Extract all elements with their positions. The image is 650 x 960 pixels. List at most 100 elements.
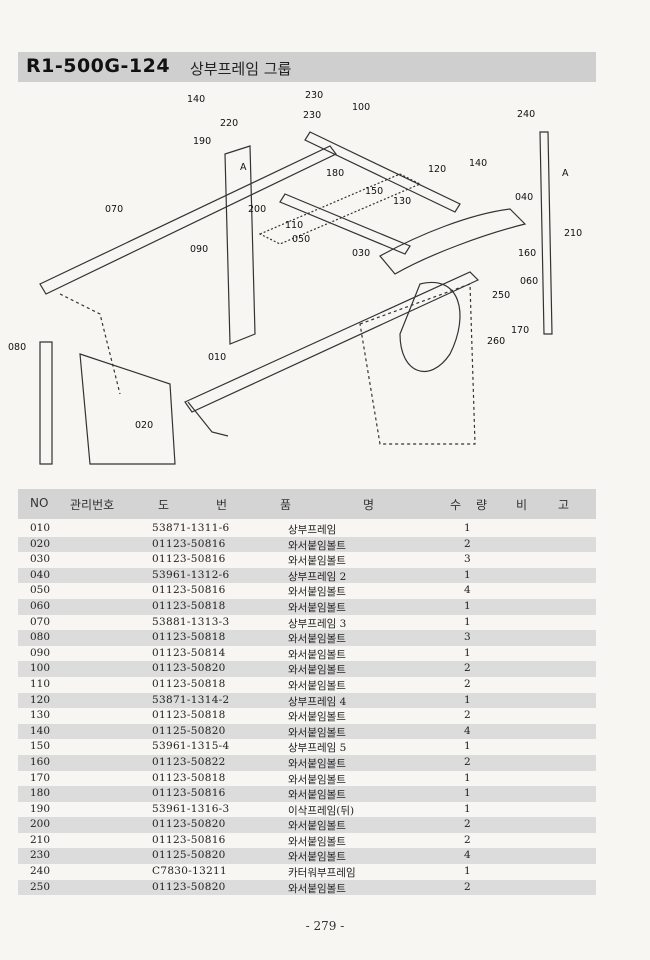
- quantity: 4: [464, 849, 471, 862]
- callout: 130: [393, 196, 411, 207]
- part-name: 상부프레임 5: [288, 742, 347, 755]
- callout: A: [240, 162, 247, 173]
- header-qty-2: 량: [476, 498, 488, 512]
- part-no: 020: [30, 537, 51, 550]
- part-no: 010: [30, 522, 51, 534]
- part-no: 130: [30, 709, 51, 722]
- part-no: 150: [30, 740, 51, 753]
- part-name: 상부프레임 2: [288, 570, 347, 583]
- frame-120: [304, 131, 461, 213]
- callout: 120: [428, 164, 446, 175]
- frame-150: [279, 193, 411, 255]
- part-no: 120: [30, 693, 51, 706]
- callout: 040: [515, 192, 533, 203]
- callout: 190: [193, 136, 211, 147]
- drawing-number: 01123-50814: [152, 646, 226, 659]
- callout: 180: [326, 168, 344, 179]
- part-name: 와서붙임볼트: [288, 789, 346, 802]
- quantity: 2: [464, 537, 471, 550]
- drawing-number: 01123-50818: [152, 709, 226, 722]
- part-no: 160: [30, 755, 51, 768]
- part-no: 250: [30, 880, 51, 893]
- drawing-number: 01123-50822: [152, 755, 226, 768]
- drawing-number: 01123-50818: [152, 677, 226, 690]
- part-name: 와서붙임볼트: [288, 882, 346, 895]
- quantity: 1: [464, 522, 471, 534]
- drawing-number: 53961-1312-6: [152, 568, 230, 581]
- callout: 070: [105, 204, 123, 215]
- part-name: 상부프레임 4: [288, 695, 347, 708]
- quantity: 1: [464, 787, 471, 800]
- quantity: 2: [464, 709, 471, 722]
- part-no: 080: [30, 631, 51, 644]
- quantity: 1: [464, 646, 471, 659]
- callout: 210: [564, 228, 582, 239]
- part-name: 와서붙임볼트: [288, 773, 346, 786]
- callout: 030: [352, 248, 370, 259]
- drawing-number: 53961-1315-4: [152, 740, 230, 753]
- callout: 050: [292, 234, 310, 245]
- quantity: 1: [464, 599, 471, 612]
- part-name: 이삭프레임(뒤): [288, 804, 355, 817]
- part-no: 190: [30, 802, 51, 815]
- header-remark-2: 고: [558, 498, 570, 512]
- part-no: 040: [30, 568, 51, 581]
- drawing-number: 01123-50818: [152, 631, 226, 644]
- drawing-number: C7830-13211: [152, 865, 228, 878]
- drawing-number: 01123-50818: [152, 599, 226, 612]
- header-mgmt: 관리번호: [70, 498, 115, 512]
- part-name: 와서붙임볼트: [288, 835, 346, 848]
- part-name: 와서붙임볼트: [288, 539, 346, 552]
- part-name: 와서붙임볼트: [288, 633, 346, 646]
- part-name: 와서붙임볼트: [288, 664, 346, 677]
- quantity: 4: [464, 584, 471, 597]
- callout: 250: [492, 290, 510, 301]
- part-no: 200: [30, 818, 51, 831]
- part-no: 100: [30, 662, 51, 675]
- quantity: 2: [464, 755, 471, 768]
- quantity: 2: [464, 818, 471, 831]
- drawing-number: 01125-50820: [152, 849, 226, 862]
- header-no: NO: [30, 496, 49, 510]
- callout: 230: [303, 110, 321, 121]
- quantity: 3: [464, 553, 471, 566]
- quantity: 2: [464, 833, 471, 846]
- part-name: 와서붙임볼트: [288, 648, 346, 661]
- part-name: 카터워부프레임: [288, 867, 356, 880]
- quantity: 1: [464, 771, 471, 784]
- drawing-number: 01123-50816: [152, 787, 226, 800]
- drawing-number: 53881-1313-3: [152, 615, 230, 628]
- callout: 020: [135, 420, 153, 431]
- callout: 150: [365, 186, 383, 197]
- header-drawing-1: 도: [158, 498, 170, 512]
- part-no: 090: [30, 646, 51, 659]
- quantity: 1: [464, 568, 471, 581]
- part-no: 050: [30, 584, 51, 597]
- header-remark-1: 비: [516, 498, 528, 512]
- table-row: 040 53961-1312-6 상부프레임 2 1: [18, 567, 596, 584]
- drawing-number: 01123-50816: [152, 553, 226, 566]
- quantity: 1: [464, 865, 471, 878]
- part-name: 와서붙임볼트: [288, 601, 346, 614]
- table-row: 090 01123-50814 와서붙임볼트 1: [18, 646, 596, 662]
- part-name: 상부프레임 3: [288, 617, 347, 630]
- quantity: 4: [464, 724, 471, 737]
- exploded-parts-diagram: 140 230 100 220 230 240 190 120 140 180 …: [8, 90, 582, 465]
- lower-frame: [359, 283, 476, 445]
- right-housing: [399, 281, 461, 372]
- quantity: 1: [464, 802, 471, 815]
- part-no: 110: [30, 677, 51, 690]
- drawing-number: 01123-50820: [152, 880, 226, 893]
- quantity: 2: [464, 662, 471, 675]
- part-name: 와서붙임볼트: [288, 851, 346, 864]
- part-name: 와서붙임볼트: [288, 820, 346, 833]
